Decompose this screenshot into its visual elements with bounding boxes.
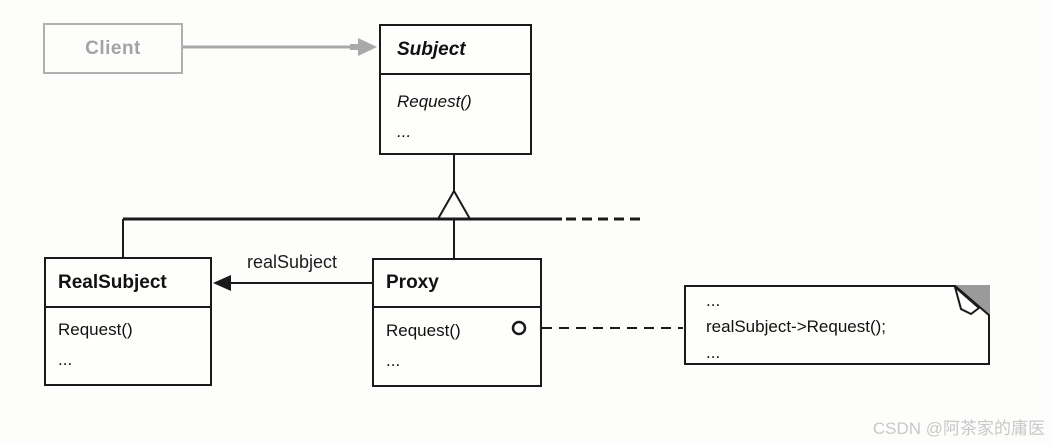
reference-arrowhead-icon [213, 275, 231, 291]
realsubject-method-request: Request() [58, 320, 133, 339]
realsubject-method-ellipsis: ... [58, 350, 73, 369]
reference-label: realSubject [247, 252, 338, 272]
subject-method-ellipsis: ... [397, 122, 412, 141]
subject-method-request: Request() [397, 92, 472, 111]
proxy-class-methods: Request() ... [374, 308, 540, 376]
proxy-method-ellipsis: ... [386, 351, 401, 370]
code-note-line-1: ... [706, 291, 721, 310]
realsubject-class-title: RealSubject [46, 259, 210, 308]
proxy-method-request: Request() [386, 321, 461, 340]
code-note-line-2: realSubject->Request(); [706, 317, 887, 336]
client-subject-arrowhead-icon [350, 38, 377, 56]
subject-class-title: Subject [381, 26, 530, 75]
client-class-box: Client [43, 23, 183, 74]
realsubject-class-box: RealSubject Request() ... [44, 257, 212, 386]
code-note-text: ... realSubject->Request(); ... [686, 287, 988, 366]
subject-class-methods: Request() ... [381, 75, 530, 147]
proxy-class-box: Proxy Request() ... [372, 258, 542, 387]
note-fold-corner-icon [953, 285, 990, 317]
realsubject-class-methods: Request() ... [46, 308, 210, 375]
client-class-title: Client [85, 37, 141, 59]
code-note-box: ... realSubject->Request(); ... [684, 285, 990, 365]
proxy-class-title: Proxy [374, 260, 540, 308]
inheritance-triangle-icon [436, 188, 472, 220]
watermark-text: CSDN @阿茶家的庸医 [872, 419, 1045, 438]
subject-class-box: Subject Request() ... [379, 24, 532, 155]
code-note-line-3: ... [706, 343, 721, 362]
